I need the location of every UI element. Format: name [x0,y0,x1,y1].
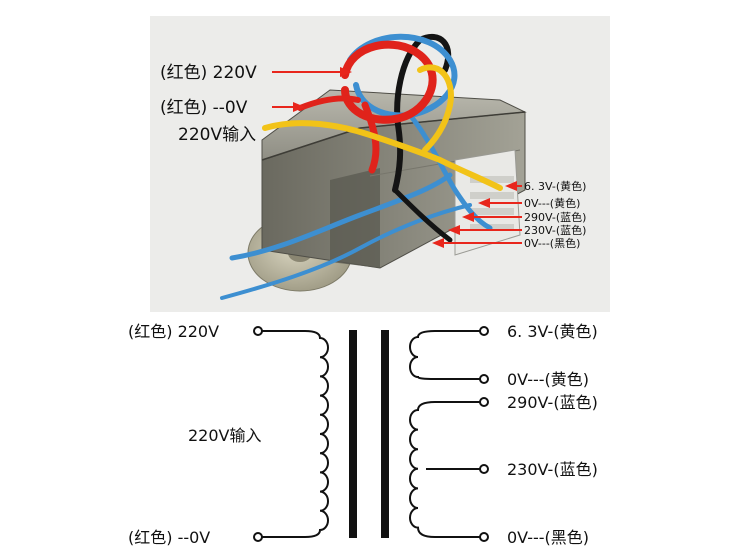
arrow-head-red-220v [340,67,352,77]
schem-label-blue-290v: 290V-(蓝色) [507,393,598,412]
photo-label-red-220v: (红色) 220V [160,63,257,83]
arrow-head-blue-230v [448,225,460,235]
schem-label-yellow-0v: 0V---(黄色) [507,370,589,389]
arrow-head-yellow-0v [478,198,490,208]
secondary-hv-winding [409,397,489,542]
schem-label-blue-230v: 230V-(蓝色) [507,460,598,479]
photo-label-red-0v: (红色) --0V [160,98,248,118]
schem-label-red-0v: (红色) --0V [128,528,210,547]
wire-yellow [262,120,503,191]
hv-terminal-top [479,397,489,407]
secondary-heater-winding [409,326,489,384]
photo-label-yellow-0v: 0V---(黄色) [524,196,580,210]
hv-coil [409,401,480,538]
arrow-head-black-0v [432,238,444,248]
photo-label-yellow-6-3v: 6. 3V-(黄色) [524,179,586,193]
primary-terminal-top [253,326,263,336]
arrow-head-red-0v [293,102,305,112]
hv-terminal-bottom [479,532,489,542]
wire-blue-lead-2 [220,203,472,300]
schem-label-black-0v: 0V---(黑色) [507,528,589,547]
wire-black [392,33,452,193]
transformer-schematic [253,326,489,542]
schematic-labels: (红色) 220V (红色) --0V 220V输入 6. 3V-(黄色) 0V… [128,322,598,547]
core-bar-left [349,330,357,538]
photo-label-blue-230v: 230V-(蓝色) [524,223,586,237]
schem-label-yellow-6-3v: 6. 3V-(黄色) [507,322,598,341]
photo-label-input: 220V输入 [178,125,256,145]
wire-blue-lead-1 [229,172,453,261]
primary-coil [262,330,329,538]
photo-label-blue-290v: 290V-(蓝色) [524,210,586,224]
arrow-head-blue-290v [462,212,474,222]
photo-labels-right: 6. 3V-(黄色) 0V---(黄色) 290V-(蓝色) 230V-(蓝色)… [432,179,586,250]
heater-terminal-top [479,326,489,336]
primary-terminal-bottom [253,532,263,542]
hv-terminal-tap [479,464,489,474]
transformer-photo: (红色) 220V (红色) --0V 220V输入 6. 3V-(黄色) 0V… [150,16,610,312]
heater-terminal-bottom [479,374,489,384]
core-bar-right [381,330,389,538]
schem-label-input: 220V输入 [188,426,262,445]
arrow-head-yellow-6-3v [505,181,517,191]
primary-winding [253,326,329,542]
heater-coil [409,330,480,380]
photo-label-black-0v: 0V---(黑色) [524,236,580,250]
wire-red-lead [297,95,361,111]
schem-label-red-220v: (红色) 220V [128,322,219,341]
photo-labels-left: (红色) 220V (红色) --0V 220V输入 [160,63,352,145]
